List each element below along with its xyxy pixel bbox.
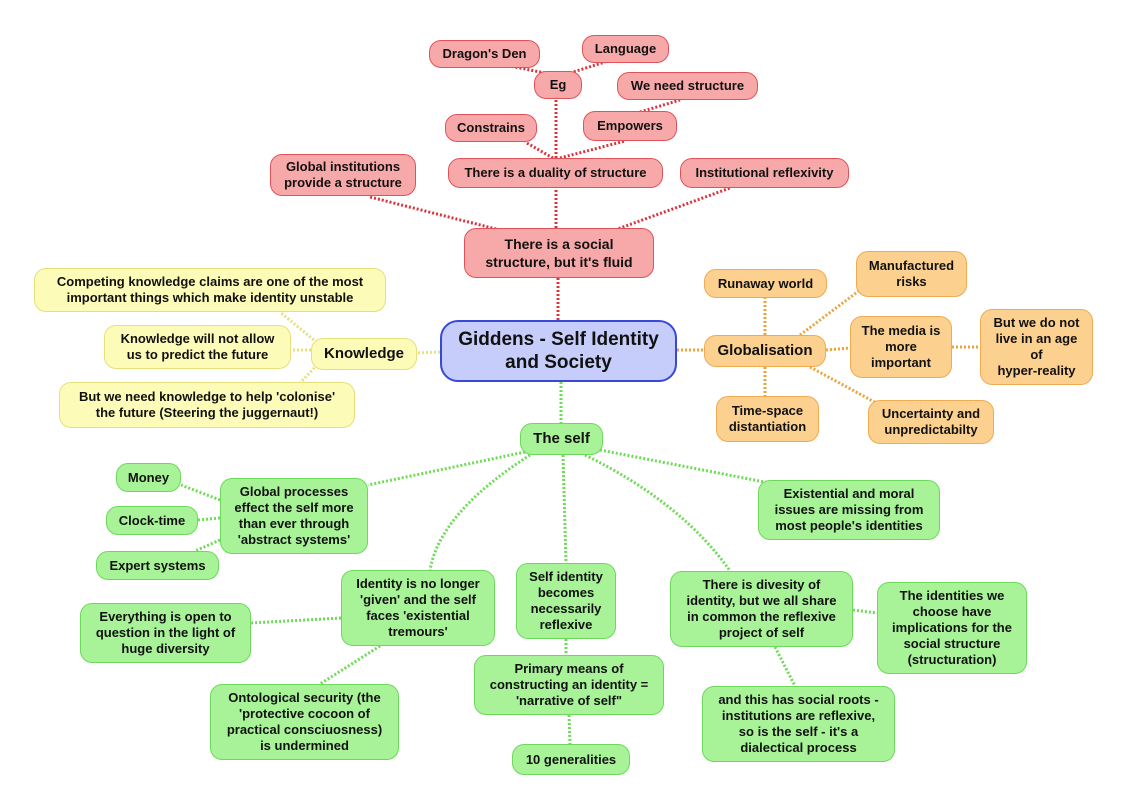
language-node[interactable]: Language (582, 35, 669, 63)
the-self-node[interactable]: The self (520, 423, 603, 455)
connector-line (180, 483, 221, 502)
clock-time-node[interactable]: Clock-time (106, 506, 198, 535)
connector-line (279, 310, 321, 347)
duality-of-structure-node[interactable]: There is a duality of structure (448, 158, 663, 188)
globalisation-node[interactable]: Globalisation (704, 335, 826, 367)
connector-line (852, 608, 878, 615)
ten-generalities-node[interactable]: 10 generalities (512, 744, 630, 775)
connector-line (367, 450, 526, 487)
social-roots-node[interactable]: and this has social roots - institutions… (702, 686, 895, 762)
constrains-node[interactable]: Constrains (445, 114, 537, 142)
connector-line (559, 139, 626, 160)
identity-not-given-node[interactable]: Identity is no longer 'given' and the se… (341, 570, 495, 646)
manufactured-risks-node[interactable]: Manufactured risks (856, 251, 967, 297)
eg-node[interactable]: Eg (534, 71, 582, 99)
dragons-den-node[interactable]: Dragon's Den (429, 40, 540, 68)
connector-line (416, 350, 441, 355)
connector-line (369, 195, 501, 232)
connector-line (197, 516, 221, 522)
connector-line (319, 644, 381, 686)
connector-line (799, 288, 861, 337)
open-to-question-node[interactable]: Everything is open to question in the li… (80, 603, 251, 663)
ontological-security-node[interactable]: Ontological security (the 'protective co… (210, 684, 399, 760)
self-reflexive-node[interactable]: Self identity becomes necessarily reflex… (516, 563, 616, 639)
connector-line (561, 454, 568, 564)
institutional-reflexivity-node[interactable]: Institutional reflexivity (680, 158, 849, 188)
identities-implications-node[interactable]: The identities we choose have implicatio… (877, 582, 1027, 674)
connector-line (194, 538, 221, 553)
narrative-of-self-node[interactable]: Primary means of constructing an identit… (474, 655, 664, 715)
uncertainty-node[interactable]: Uncertainty and unpredictabilty (868, 400, 994, 444)
hyper-reality-node[interactable]: But we do not live in an age of hyper-re… (980, 309, 1093, 385)
connector-line (614, 186, 731, 232)
knowledge-not-predict-node[interactable]: Knowledge will not allow us to predict t… (104, 325, 291, 369)
connector-line (567, 714, 572, 745)
runaway-world-node[interactable]: Runaway world (704, 269, 827, 298)
existential-moral-node[interactable]: Existential and moral issues are missing… (758, 480, 940, 540)
empowers-node[interactable]: Empowers (583, 111, 677, 141)
connector-line (809, 365, 881, 407)
central-topic[interactable]: Giddens - Self Identity and Society (440, 320, 677, 382)
we-need-structure-node[interactable]: We need structure (617, 72, 758, 100)
money-node[interactable]: Money (116, 463, 181, 492)
diversity-of-identity-node[interactable]: There is divesity of identity, but we al… (670, 571, 853, 647)
connector-line (250, 616, 342, 625)
social-structure-node[interactable]: There is a social structure, but it's fl… (464, 228, 654, 278)
knowledge-node[interactable]: Knowledge (311, 338, 417, 370)
connector-line (599, 448, 781, 487)
global-processes-node[interactable]: Global processes effect the self more th… (220, 478, 368, 554)
connector-line (773, 646, 797, 687)
connector-line (524, 140, 554, 160)
expert-systems-node[interactable]: Expert systems (96, 551, 219, 580)
time-space-node[interactable]: Time-space distantiation (716, 396, 819, 442)
connector-line (428, 453, 531, 571)
connector-line (639, 98, 681, 114)
connector-line (584, 453, 732, 572)
media-important-node[interactable]: The media is more important (850, 316, 952, 378)
colonise-future-node[interactable]: But we need knowledge to help 'colonise'… (59, 382, 355, 428)
connector-line (825, 346, 851, 352)
global-institutions-node[interactable]: Global institutions provide a structure (270, 154, 416, 196)
competing-knowledge-node[interactable]: Competing knowledge claims are one of th… (34, 268, 386, 312)
